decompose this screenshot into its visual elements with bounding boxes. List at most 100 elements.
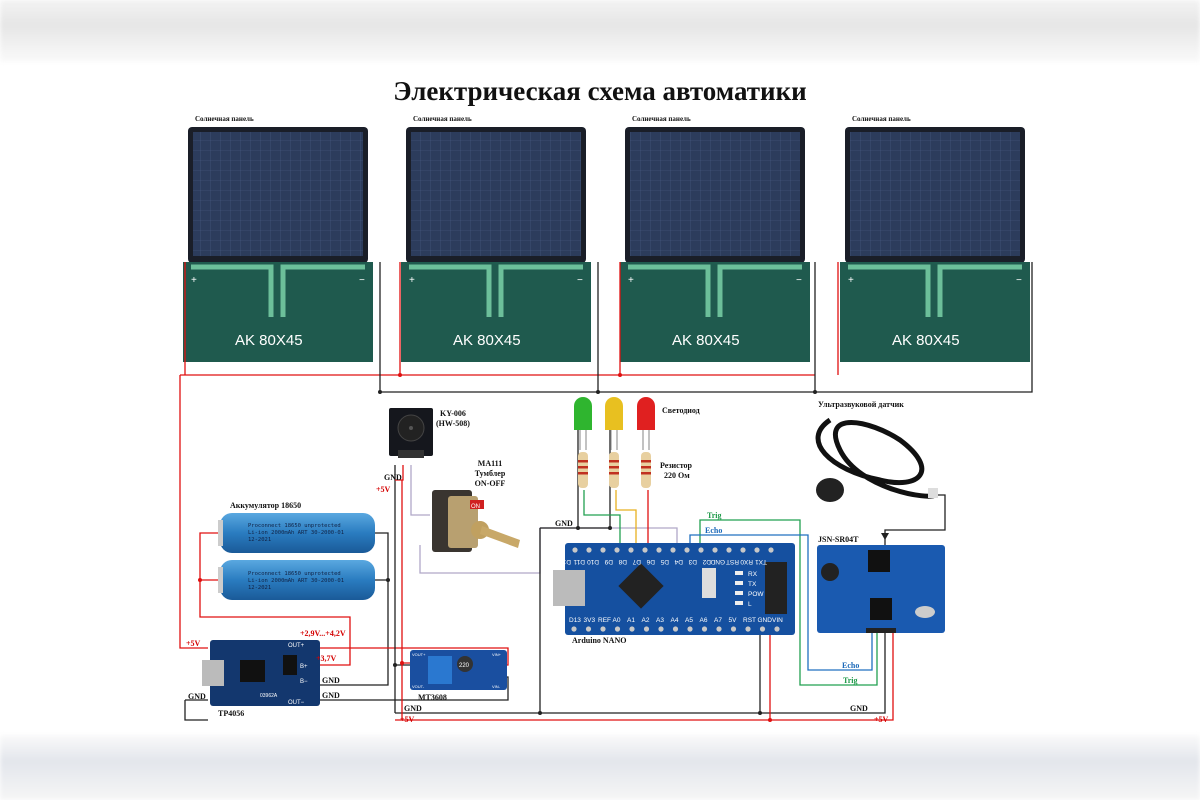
- arduino-label: Arduino NANO: [572, 636, 626, 645]
- arduino-pin-label: D3: [688, 558, 697, 565]
- pin-header: [754, 547, 760, 553]
- arduino-led-label: RX: [748, 571, 758, 578]
- arduino-pin-label: A0: [613, 617, 621, 624]
- solar-panel: Солнечная панель+−AK 80X45: [840, 115, 1030, 362]
- label-gnd-bus: GND: [404, 704, 422, 713]
- minus-label: −: [359, 275, 365, 286]
- buzzer-module: KY-006 (HW-508) GND +5V: [376, 408, 470, 494]
- toggle-switch: MA111 Тумблер ON-OFF ON: [432, 459, 520, 552]
- battery-print: 12-2021: [248, 585, 271, 591]
- arduino-pin-label: D11: [573, 558, 585, 565]
- solar-panel-label: Солнечная панель: [632, 115, 691, 123]
- pin-header: [670, 547, 676, 553]
- pin-header: [600, 626, 606, 632]
- arduino-led-label: TX: [748, 581, 757, 588]
- arduino-pin-label: RX0: [740, 558, 753, 565]
- arduino-pin-label: D9: [604, 558, 613, 565]
- arduino-pin-label: TX1: [755, 558, 767, 565]
- jsn-sr04t-board: JSN-SR04T: [817, 535, 945, 633]
- resistor: [641, 452, 651, 488]
- pin-header: [716, 626, 722, 632]
- plus-label: +: [191, 275, 197, 286]
- mt-pin-label: VOUT-: [412, 684, 425, 689]
- batteries-18650: Аккумулятор 18650 Proconnect 18650 unpro…: [218, 501, 375, 600]
- minus-label: −: [1016, 275, 1022, 286]
- tp-pin-label: OUT+: [288, 643, 305, 649]
- arduino-pin-label: RST: [726, 558, 739, 565]
- tp-chip-label: 03962A: [260, 693, 278, 699]
- arduino-pin-label: D6: [646, 558, 655, 565]
- panel-marking: AK 80X45: [892, 332, 960, 349]
- pin-header: [658, 626, 664, 632]
- tp4056-label: TP4056: [218, 709, 244, 718]
- led-label: Светодиод: [662, 406, 700, 415]
- pin-header: [698, 547, 704, 553]
- arduino-pin-label: GND: [710, 558, 725, 565]
- pin-header: [740, 547, 746, 553]
- pin-header: [687, 626, 693, 632]
- toggle-label: MA111: [478, 459, 502, 468]
- panel-marking: AK 80X45: [672, 332, 740, 349]
- arduino-pin-label: D8: [618, 558, 627, 565]
- pin-header: [614, 626, 621, 632]
- label-bat-range: +2,9V...+4,2V: [300, 629, 346, 638]
- toggle-mode-label: ON-OFF: [475, 479, 506, 488]
- arduino-pin-label: A3: [656, 617, 664, 624]
- battery-print: Li-ion 2000mAh ART 30-2000-01: [248, 530, 344, 536]
- led: [605, 397, 623, 450]
- buzzer-gnd-label: GND: [384, 473, 402, 482]
- arduino-pin-label: D4: [674, 558, 683, 565]
- label-trig-bottom: Trig: [843, 676, 858, 685]
- pin-header: [726, 547, 732, 553]
- resistor-value-label: 220 Ом: [664, 471, 690, 480]
- tp-pin-label: B+: [300, 664, 308, 670]
- label-gnd-bat: GND: [322, 676, 340, 685]
- arduino-pin-label: D5: [660, 558, 669, 565]
- pin-header: [643, 626, 650, 632]
- minus-label: −: [796, 275, 802, 286]
- label-gnd-leds: GND: [555, 519, 573, 528]
- arduino-pin-label: RST: [743, 617, 756, 624]
- solar-panel-label: Солнечная панель: [852, 115, 911, 123]
- arduino-pin-label: REF: [598, 617, 611, 624]
- pin-header: [628, 547, 634, 553]
- buzzer-sublabel: (HW-508): [436, 419, 470, 428]
- ultrasonic-sensor: Ультразвуковой датчик: [815, 400, 938, 502]
- plus-label: +: [409, 275, 415, 286]
- junctions: [198, 373, 817, 722]
- wire-labels: +5V GND +2,9V...+4,2V +3,7V GND GND GND …: [186, 511, 889, 724]
- arduino-pin-label: A1: [627, 617, 635, 624]
- arrow-icon: [881, 533, 889, 540]
- mt-pin-label: VIN+: [492, 652, 502, 657]
- pin-header: [712, 547, 718, 553]
- solar-panel-label: Солнечная панель: [413, 115, 472, 123]
- led: [637, 397, 655, 450]
- battery-print: Proconnect 18650 unprotected: [248, 523, 341, 529]
- bottom-blur-band: [0, 735, 1200, 800]
- pin-header: [629, 626, 635, 632]
- leds-group: [574, 397, 655, 488]
- battery-print: 12-2021: [248, 537, 271, 543]
- page-title: Электрическая схема автоматики: [393, 76, 806, 106]
- pin-header: [768, 547, 774, 553]
- tp-pin-label: OUT−: [288, 700, 305, 706]
- label-trig-top: Trig: [707, 511, 722, 520]
- arduino-pin-label: 5V: [729, 617, 738, 624]
- mt-pin-label: VIN-: [492, 684, 501, 689]
- arduino-pin-label: A5: [685, 617, 693, 624]
- inductor-label: 220: [459, 663, 470, 669]
- tp4056-module: OUT+ B+ B− OUT− 03962A TP4056: [202, 640, 320, 718]
- label-plus5-tp: +5V: [186, 639, 201, 648]
- panel-marking: AK 80X45: [235, 332, 303, 349]
- pin-header: [656, 547, 662, 553]
- toggle-sublabel: Тумблер: [475, 469, 506, 478]
- pin-header: [642, 547, 648, 553]
- label-plus5-sensor: +5V: [874, 715, 889, 724]
- arduino-pin-label: A4: [671, 617, 679, 624]
- mt-pin-label: VOUT+: [412, 652, 426, 657]
- battery-print: Proconnect 18650 unprotected: [248, 571, 341, 577]
- pin-header: [614, 547, 620, 553]
- arduino-pin-label: A2: [642, 617, 650, 624]
